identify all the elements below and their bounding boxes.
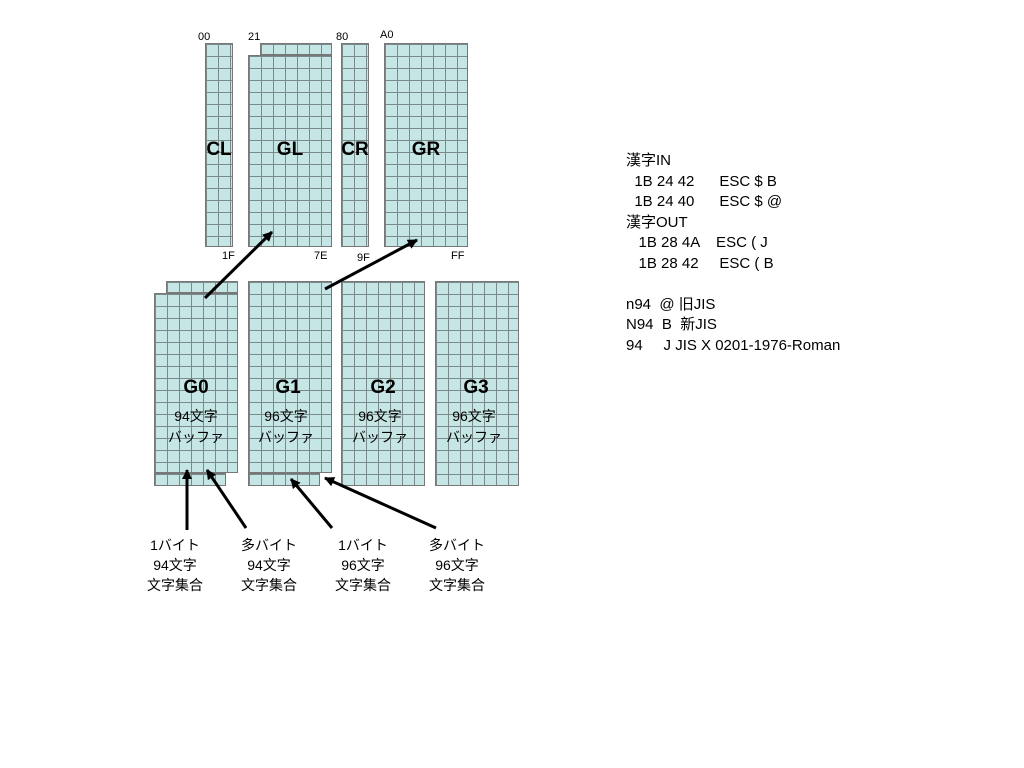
charset-1byte-94-line3: 文字集合 [147, 577, 203, 593]
gl-grid-top-row [260, 43, 332, 55]
hex-label-21: 21 [248, 31, 261, 43]
g1-grid-bottom-row [248, 473, 320, 486]
g1-grid [248, 281, 332, 473]
buffer-caption-g0-line1: 94文字 [174, 408, 218, 424]
buffer-caption-g1-line1: 96文字 [264, 408, 308, 424]
buffer-caption-g0-line2: バッファ [168, 429, 224, 445]
hex-label-1f: 1F [222, 250, 235, 262]
area-label-cl: CL [206, 139, 232, 160]
note-kanji-in-esc-at: 1B 24 40 ESC $ @ [626, 193, 783, 210]
arrow-charset2-to-g0 [205, 469, 248, 529]
g2-grid [341, 281, 425, 486]
note-94-roman: 94 J JIS X 0201-1976-Roman [626, 336, 841, 354]
charset-multibyte-94-line2: 94文字 [247, 557, 291, 573]
buffer-caption-g2-line1: 96文字 [358, 408, 402, 424]
charset-multibyte-94-line3: 文字集合 [241, 577, 297, 593]
charset-multibyte-96-line3: 文字集合 [429, 577, 485, 593]
hex-label-ff: FF [451, 250, 465, 262]
note-n94-old-jis: n94 @ 旧JIS [626, 295, 716, 313]
hex-label-80: 80 [336, 31, 349, 43]
charset-1byte-96-line2: 96文字 [341, 557, 385, 573]
buffer-name-g1: G1 [275, 377, 301, 398]
buffer-name-g3: G3 [463, 377, 489, 398]
gl-grid [248, 55, 332, 247]
charset-1byte-94-line2: 94文字 [153, 557, 197, 573]
charset-1byte-96-line3: 文字集合 [335, 577, 391, 593]
buffer-name-g0: G0 [183, 377, 209, 398]
charset-multibyte-94-line1: 多バイト [241, 537, 297, 553]
arrow-g0-to-gl [203, 230, 274, 300]
area-label-gl: GL [276, 139, 304, 160]
cr-grid [341, 43, 369, 247]
arrow-charset3-to-g1 [289, 478, 334, 529]
hex-label-7e: 7E [314, 250, 328, 262]
note-n94-new-jis: N94 B 新JIS [626, 316, 717, 333]
area-label-gr: GR [411, 139, 441, 160]
charset-multibyte-96-line1: 多バイト [429, 537, 485, 553]
charset-1byte-96-line1: 1バイト [338, 537, 388, 553]
note-kanji-out-esc-b: 1B 28 42 ESC ( B [626, 254, 774, 272]
note-kanji-out: 漢字OUT [626, 213, 688, 231]
note-kanji-in: 漢字IN [626, 152, 672, 169]
hex-label-00: 00 [198, 31, 211, 43]
gr-grid [384, 43, 468, 247]
arrow-charset4-to-g1 [324, 476, 437, 530]
escape-sequence-notes: 漢字IN 1B 24 42 ESC $ B 1B 24 40 ESC $ @ 漢字… [626, 151, 840, 356]
g0-grid [154, 293, 238, 473]
note-kanji-out-esc-j: 1B 28 4A ESC ( J [626, 234, 768, 251]
buffer-caption-g3-line2: バッファ [446, 429, 502, 445]
note-kanji-in-esc-b: 1B 24 42 ESC $ B [626, 172, 777, 190]
cl-grid [205, 43, 233, 247]
charset-multibyte-96-line2: 96文字 [435, 557, 479, 573]
buffer-caption-g1-line2: バッファ [258, 429, 314, 445]
hex-label-a0: A0 [380, 29, 394, 41]
note-spacer [626, 274, 840, 295]
arrow-g1-to-gr [324, 238, 418, 291]
g3-grid [435, 281, 519, 486]
hex-label-9f: 9F [357, 252, 370, 264]
buffer-caption-g3-line1: 96文字 [452, 408, 496, 424]
charset-1byte-94-line1: 1バイト [150, 537, 200, 553]
area-label-cr: CR [341, 139, 369, 160]
buffer-caption-g2-line2: バッファ [352, 429, 408, 445]
buffer-name-g2: G2 [370, 377, 396, 398]
g0-grid-top-row [166, 281, 238, 293]
